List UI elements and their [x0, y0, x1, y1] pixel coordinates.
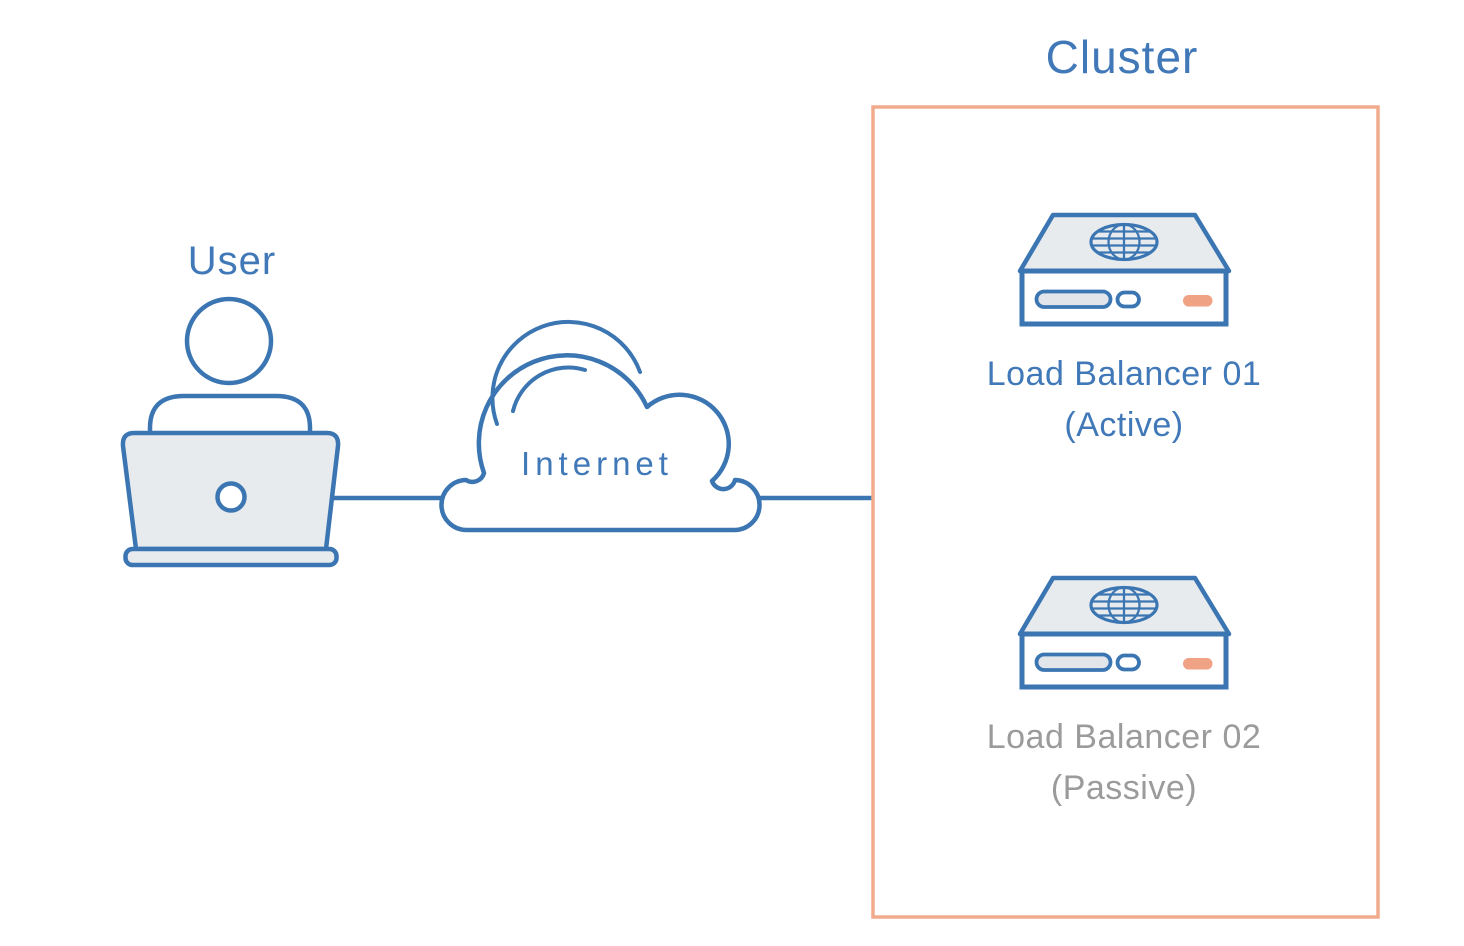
load-balancer-02-name: Load Balancer 02 [987, 718, 1262, 756]
internet-label: Internet [521, 445, 673, 482]
laptop-base [123, 546, 339, 568]
load-balancer-01-state: (Active) [1064, 406, 1183, 444]
cloud-highlight-arc-outer [490, 319, 642, 426]
load-balancer-02-state: (Passive) [1051, 769, 1197, 807]
cloud-highlight-arc-inner [511, 365, 587, 413]
load-balancer-01-node: Load Balancer 01 (Active) [987, 215, 1262, 444]
load-balancer-02-icon [1020, 578, 1229, 687]
load-balancer-02-node: Load Balancer 02 (Passive) [987, 578, 1262, 807]
person-at-laptop-icon [120, 296, 341, 568]
cluster-title: Cluster [1046, 31, 1199, 83]
load-balancer-01-icon [1020, 215, 1229, 324]
user-shoulders [147, 393, 313, 440]
cloud-icon [439, 319, 762, 533]
user-head [184, 296, 274, 386]
user-label: User [188, 239, 276, 283]
laptop-logo-dot [215, 481, 247, 513]
cluster-boundary-box [871, 105, 1380, 919]
load-balancer-01-name: Load Balancer 01 [987, 355, 1262, 393]
cloud-outline [439, 353, 762, 533]
